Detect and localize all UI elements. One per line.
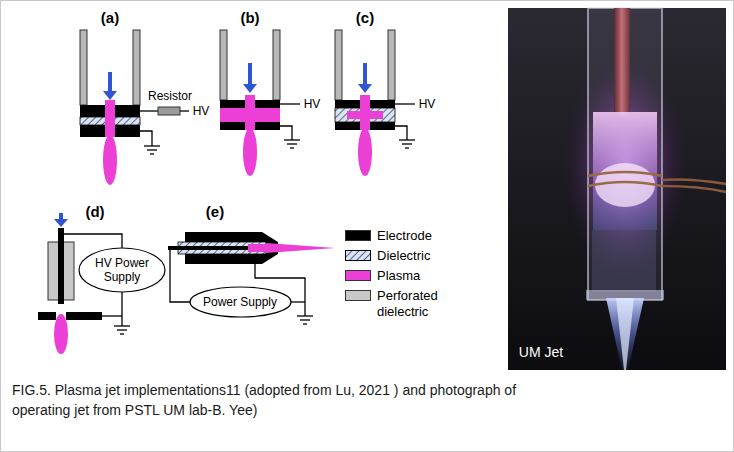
jet-c bbox=[335, 30, 415, 176]
legend-text: Dielectric bbox=[377, 248, 430, 264]
tube-wall bbox=[335, 30, 342, 100]
legend-swatch bbox=[345, 270, 371, 281]
electrode bbox=[38, 312, 56, 320]
hatch-sample bbox=[346, 251, 371, 261]
jet-photograph bbox=[508, 8, 726, 370]
ground-symbol bbox=[120, 333, 124, 334]
node-text: Power Supply bbox=[203, 295, 277, 309]
figure-caption: FIG.5. Plasma jet implementations11 (ado… bbox=[12, 380, 537, 420]
gas-arrow bbox=[358, 84, 372, 93]
legend-text: Plasma bbox=[377, 268, 420, 284]
ground-symbol bbox=[117, 329, 127, 330]
plasma-plume bbox=[358, 128, 372, 176]
legend-text: Electrode bbox=[377, 228, 432, 244]
voltage-label: HV bbox=[304, 97, 321, 111]
gas-arrow bbox=[108, 72, 112, 92]
plasma-plume bbox=[606, 298, 644, 370]
inner-electrode bbox=[168, 246, 248, 250]
ground-symbol bbox=[284, 139, 300, 140]
wire bbox=[140, 131, 152, 146]
wire bbox=[140, 110, 158, 111]
voltage-label: HV bbox=[419, 97, 436, 111]
plasma-plume bbox=[54, 314, 68, 354]
plasma-channel bbox=[105, 100, 115, 137]
panel-label: (e) bbox=[206, 203, 224, 221]
resistor-label: Resistor bbox=[148, 89, 192, 103]
gas-arrow bbox=[103, 91, 117, 100]
power-supply-ellipse: Power Supply bbox=[189, 286, 292, 318]
tube-wall bbox=[220, 30, 227, 100]
gas-arrow bbox=[59, 213, 63, 220]
glass-tube bbox=[588, 8, 662, 300]
wire bbox=[64, 234, 122, 248]
ground-symbol bbox=[114, 325, 130, 326]
ground-symbol bbox=[290, 147, 294, 148]
ground-symbol bbox=[405, 147, 409, 148]
ground-symbol bbox=[303, 323, 307, 324]
ground-symbol bbox=[300, 319, 310, 320]
ground-symbol bbox=[297, 315, 313, 316]
ground-symbol bbox=[402, 143, 412, 144]
ground-symbol bbox=[150, 153, 154, 154]
voltage-label: HV bbox=[193, 104, 210, 118]
wire bbox=[180, 110, 189, 111]
wire bbox=[280, 126, 292, 140]
legend-swatch bbox=[345, 290, 371, 301]
wire bbox=[280, 103, 300, 104]
jet-e bbox=[168, 232, 335, 324]
panel-label: (a) bbox=[101, 9, 119, 27]
plasma-channel bbox=[245, 95, 255, 130]
gas-arrow bbox=[363, 63, 367, 85]
tube-glow bbox=[592, 230, 656, 292]
panel-label: (d) bbox=[85, 203, 104, 221]
wire bbox=[395, 126, 407, 140]
node-text: HV Power Supply bbox=[92, 256, 152, 284]
resistor-symbol bbox=[158, 107, 180, 115]
needle-electrode bbox=[58, 228, 64, 304]
plasma-plume bbox=[103, 135, 117, 185]
tube-wall bbox=[133, 30, 140, 105]
panel-label: (c) bbox=[356, 9, 374, 27]
ellipse-shape bbox=[79, 248, 165, 292]
photo-label: UM Jet bbox=[519, 344, 563, 361]
coil-lead bbox=[662, 180, 726, 193]
ellipse-shape bbox=[190, 287, 291, 317]
gas-arrow bbox=[243, 84, 257, 93]
wire bbox=[168, 248, 192, 302]
panel-label: (b) bbox=[240, 9, 259, 27]
tube-wall bbox=[273, 30, 280, 100]
ground-symbol bbox=[147, 149, 157, 150]
gas-arrow bbox=[54, 219, 68, 227]
tube-wall bbox=[80, 30, 87, 105]
tube-wall bbox=[388, 30, 395, 100]
jet-a bbox=[80, 30, 189, 185]
copper-coil bbox=[588, 172, 662, 186]
plasma-plume bbox=[243, 128, 257, 176]
electrode bbox=[66, 312, 102, 320]
plasma-channel bbox=[360, 95, 370, 130]
ground-symbol bbox=[287, 143, 297, 144]
legend-swatch bbox=[345, 230, 371, 241]
legend-text: Perforated dielectric bbox=[377, 288, 462, 320]
ground-symbol bbox=[399, 139, 415, 140]
ground-symbol bbox=[144, 145, 160, 146]
jet-b bbox=[220, 30, 300, 176]
legend-swatch bbox=[345, 250, 371, 261]
power-supply-ellipse: HV Power Supply bbox=[78, 247, 166, 293]
wire bbox=[102, 315, 122, 316]
wire bbox=[121, 292, 122, 326]
rod-electrode bbox=[614, 8, 630, 116]
gas-arrow bbox=[248, 63, 252, 85]
plume-core bbox=[616, 298, 634, 370]
plasma-core bbox=[595, 163, 655, 207]
photo-ground bbox=[508, 8, 726, 370]
wire bbox=[395, 103, 415, 104]
plasma-jet bbox=[266, 243, 335, 253]
